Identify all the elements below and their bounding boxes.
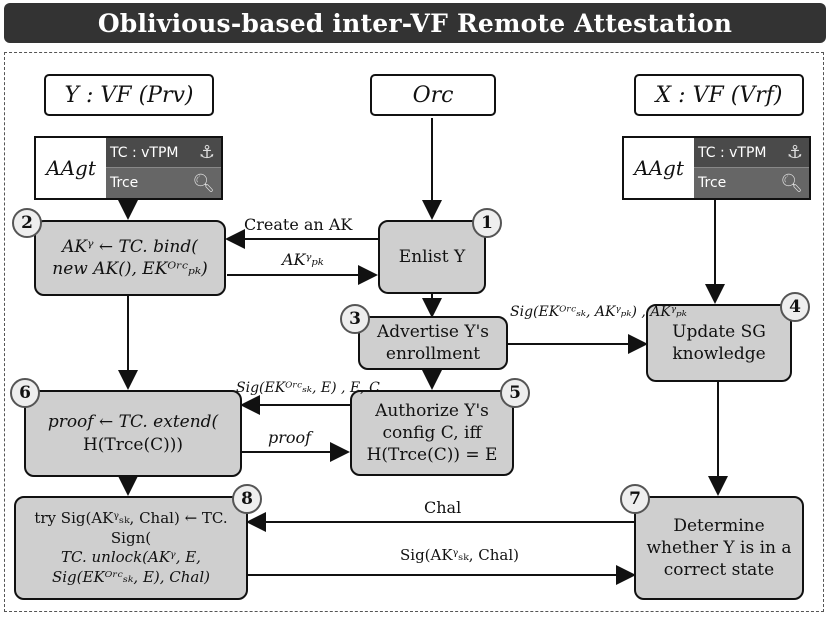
role-prover-label: Y : VF (Prv) [64,82,194,108]
step-3-advertise: Advertise Y's enrollment [358,316,508,370]
step-5-authorize: Authorize Y's config C, iff H(Trce(C)) =… [350,390,514,476]
label-sig-ek-ak: Sig(EKᴼʳᶜₛₖ, AKᵞₚₖ) , AKᵞₚₖ [510,304,687,320]
anchor-icon: ⚓ [786,142,803,163]
step-1-badge: 1 [472,208,502,238]
search-icon: 🔍︎ [780,172,803,194]
label-ak-pk: AKᵞₚₖ [282,250,324,269]
anchor-icon: ⚓ [198,142,215,163]
trce-cell: Trce 🔍︎ [694,168,809,198]
step-2-badge: 2 [12,208,42,238]
step-7-badge: 7 [620,484,650,514]
step-5-line1: Authorize Y's [375,400,489,421]
step-2-line2: new AK(), EKᴼʳᶜₚₖ) [52,259,208,279]
step-7-line1: Determine [673,515,765,536]
step-8-line2: TC. unlock(AKᵞ, E, [61,548,201,566]
step-3-line1: Advertise Y's [376,321,490,342]
step-2-bind-ak: AKᵞ ← TC. bind( new AK(), EKᴼʳᶜₚₖ) [34,220,226,296]
step-5-badge: 5 [500,378,530,408]
step-5-line3: H(Trce(C)) = E [366,445,498,466]
label-sig-e-c: Sig(EKᴼʳᶜₛₖ, E) , E, C [236,380,380,396]
step-8-badge: 8 [232,484,262,514]
agent-label: AAgt [36,138,106,198]
step-1-text: Enlist Y [398,246,466,267]
step-1-enlist: Enlist Y [378,220,486,294]
diagram-frame [4,52,824,612]
step-3-line2: enrollment [385,344,481,364]
step-7-line3: correct state [663,560,775,581]
step-8-line1: try Sig(AKᵞₛₖ, Chal) ← TC. Sign( [34,509,228,547]
step-4-line2: knowledge [672,344,766,364]
step-6-extend-proof: proof ← TC. extend( H(Trce(C))) [24,390,242,477]
role-prover: Y : VF (Prv) [44,74,214,116]
trce-label: Trce [698,175,727,191]
tc-vtpm-label: TC : vTPM [110,144,179,161]
label-create-ak: Create an AK [244,215,353,234]
label-chal: Chal [424,498,462,517]
step-8-sign-challenge: try Sig(AKᵞₛₖ, Chal) ← TC. Sign( TC. unl… [14,496,248,600]
search-icon: 🔍︎ [192,172,215,194]
step-6-line1: proof ← TC. extend( [47,412,219,433]
role-orchestrator-label: Orc [412,82,454,108]
role-verifier: X : VF (Vrf) [634,74,804,116]
step-4-badge: 4 [780,292,810,322]
page-title: Oblivious-based inter-VF Remote Attestat… [97,8,733,38]
role-orchestrator: Orc [370,74,496,116]
step-8-line3: Sig(EKᴼʳᶜₛₖ, E), Chal) [51,567,211,586]
agent-label: AAgt [624,138,694,198]
label-proof: proof [268,428,312,447]
title-bar: Oblivious-based inter-VF Remote Attestat… [4,3,826,43]
role-verifier-label: X : VF (Vrf) [655,82,783,108]
step-7-determine-state: Determine whether Y is in a correct stat… [634,496,804,600]
tc-vtpm-cell: TC : vTPM ⚓ [694,138,809,168]
step-7-line2: whether Y is in a [646,537,792,558]
step-2-line1: AKᵞ ← TC. bind( [62,236,198,257]
trce-label: Trce [110,175,139,191]
step-4-line1: Update SG [672,321,766,342]
step-5-line2: config C, iff [382,422,482,443]
step-6-line2: H(Trce(C))) [82,434,184,455]
attestation-agent-right: AAgt TC : vTPM ⚓ Trce 🔍︎ [622,136,811,200]
trce-cell: Trce 🔍︎ [106,168,221,198]
step-6-badge: 6 [10,378,40,408]
step-3-badge: 3 [340,304,370,334]
tc-vtpm-label: TC : vTPM [698,144,767,161]
tc-vtpm-cell: TC : vTPM ⚓ [106,138,221,168]
step-4-update-knowledge: Update SG knowledge [646,304,792,382]
attestation-agent-left: AAgt TC : vTPM ⚓ Trce 🔍︎ [34,136,223,200]
label-sig-chal: Sig(AKᵞₛₖ, Chal) [400,546,520,564]
